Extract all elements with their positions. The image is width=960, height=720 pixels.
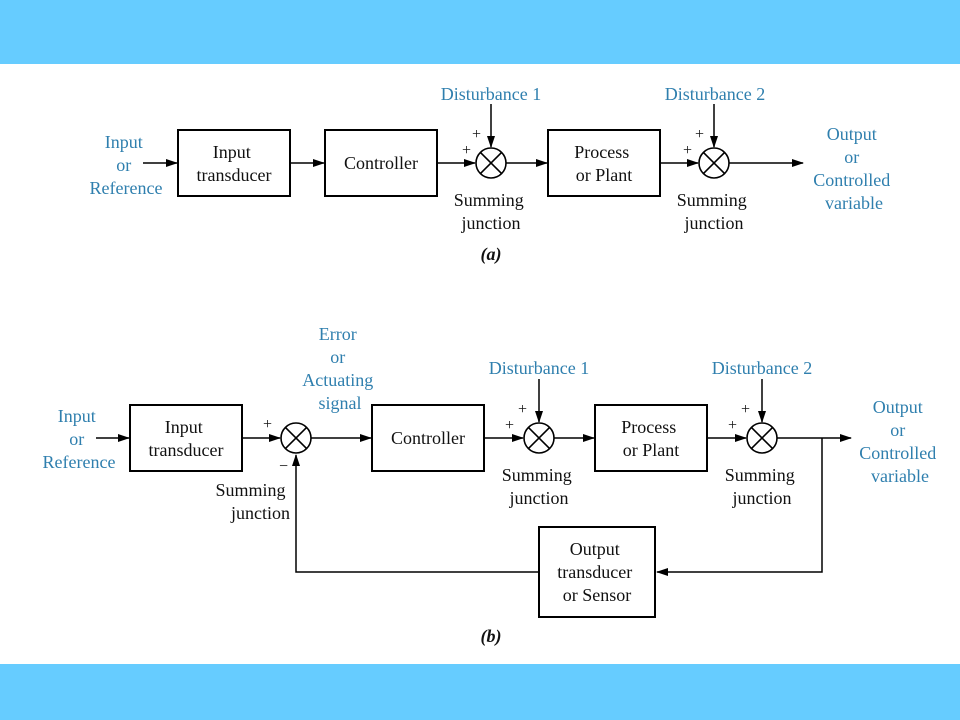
a-caption: (a) — [481, 244, 502, 265]
b-disturbance-2-label: Disturbance 2 — [712, 358, 812, 378]
b-input-label: Input or Reference — [43, 406, 116, 472]
a-sj1-label: Summing junction — [454, 190, 529, 233]
b-sj2-plus-left: + — [728, 417, 737, 434]
b-error-sj-label: Summing junction — [215, 480, 290, 523]
a-sj2-plus-left: + — [683, 142, 692, 159]
b-output-label: Output or Controlled variable — [859, 397, 941, 486]
a-controller-label: Controller — [344, 153, 418, 173]
a-process-block — [547, 129, 661, 197]
b-controller-block — [371, 404, 485, 472]
b-sj2-label: Summing junction — [725, 465, 800, 508]
b-controller-label: Controller — [391, 428, 465, 448]
a-sj2-label: Summing junction — [677, 190, 752, 233]
b-process-block — [594, 404, 708, 472]
b-sj2-plus-top: + — [741, 401, 750, 418]
b-error-sj-plus: + — [263, 416, 272, 433]
top-band — [0, 0, 960, 64]
a-input-transducer-block — [177, 129, 291, 197]
b-process-label: Process or Plant — [621, 417, 681, 460]
figure-a: Input or Reference Input transducer Cont… — [90, 84, 895, 265]
a-input-transducer-label: Input transducer — [197, 142, 272, 185]
bottom-band — [0, 664, 960, 720]
b-sj1-label: Summing junction — [502, 465, 577, 508]
b-output-transducer-label: Output transducer or Sensor — [557, 539, 636, 605]
a-disturbance-2-label: Disturbance 2 — [665, 84, 765, 104]
a-input-label: Input or Reference — [90, 132, 163, 198]
b-caption: (b) — [481, 626, 502, 647]
a-sj1-plus-top: + — [472, 126, 481, 143]
b-sj1-plus-left: + — [505, 417, 514, 434]
a-sj1-plus-left: + — [462, 142, 471, 159]
b-sj1-plus-top: + — [518, 401, 527, 418]
a-controller-block — [324, 129, 438, 197]
a-process-label: Process or Plant — [574, 142, 634, 185]
a-disturbance-1-label: Disturbance 1 — [441, 84, 541, 104]
b-output-transducer-block — [538, 526, 656, 618]
b-disturbance-1-label: Disturbance 1 — [489, 358, 589, 378]
a-sj2-plus-top: + — [695, 126, 704, 143]
figure-b: Input or Reference Input transducer + − … — [43, 324, 941, 647]
b-feedback-to-sensor — [656, 438, 823, 576]
b-error-label: Error or Actuating signal — [302, 324, 377, 413]
b-input-transducer-label: Input transducer — [149, 417, 224, 460]
b-feedback-to-error-sj — [292, 454, 539, 573]
b-input-transducer-block — [129, 404, 243, 472]
b-error-sj-minus: − — [279, 458, 288, 475]
a-output-label: Output or Controlled variable — [813, 124, 895, 213]
